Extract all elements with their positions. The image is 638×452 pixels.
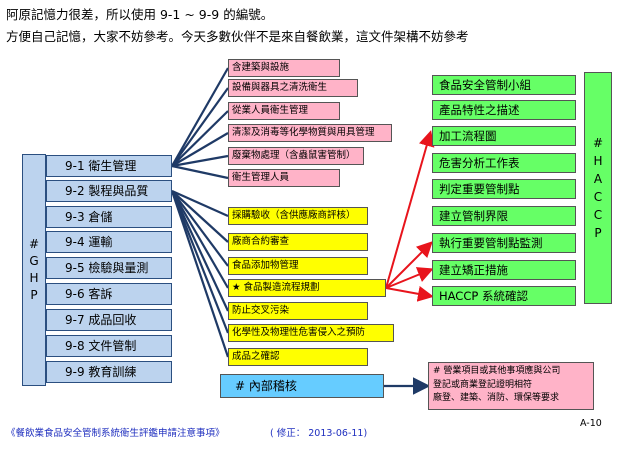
footer-reference: 《餐飲業食品安全管制系統衛生評鑑申請注意事項》 <box>6 428 225 439</box>
haccp-item-team: 食品安全管制小組 <box>432 75 576 95</box>
page-number: A-10 <box>580 418 602 429</box>
note-line: # 營業項目或其他事項應與公司 <box>433 366 561 376</box>
hygiene-item-manager: 衛生管理人員 <box>228 169 340 187</box>
ghp-item-9-4: 9-4 運輸 <box>46 231 172 253</box>
haccp-letter: # <box>592 136 604 150</box>
process-item-purchase: 採購驗收（含供應廠商評核） <box>228 207 368 225</box>
hygiene-item-personnel: 從業人員衛生管理 <box>228 102 340 120</box>
intro-line-1: 阿原記憶力很差，所以使用 9-1 ~ 9-9 的編號。 <box>6 7 274 22</box>
ghp-item-9-2: 9-2 製程與品質 <box>46 180 172 202</box>
haccp-letter: H <box>593 154 603 168</box>
haccp-item-corrective-actions: 建立矯正措施 <box>432 260 576 280</box>
process-connectors <box>170 189 230 358</box>
business-registration-note: # 營業項目或其他事項應與公司 登記或商業登記證明相符 廠登、建築、消防、環保等… <box>428 362 594 410</box>
haccp-bar: # H A C C P <box>584 72 612 304</box>
note-line: 廠登、建築、消防、環保等要求 <box>433 393 560 403</box>
haccp-item-critical-limits: 建立管制界限 <box>432 206 576 226</box>
haccp-item-product-description: 產品特性之描述 <box>432 100 576 120</box>
haccp-item-hazard-analysis: 危害分析工作表 <box>432 153 576 173</box>
internal-audit-box: # 內部稽核 <box>220 374 384 398</box>
haccp-item-verification: HACCP 系統確認 <box>432 286 576 306</box>
ghp-item-9-6: 9-6 客訴 <box>46 283 172 305</box>
process-item-contract: 廠商合約審查 <box>228 233 368 251</box>
haccp-letter: C <box>593 190 603 204</box>
haccp-item-ccp: 判定重要管制點 <box>432 179 576 199</box>
hygiene-item-chemicals: 清潔及消毒等化學物質與用具管理 <box>228 124 392 142</box>
hygiene-item-equipment: 設備與器具之清洗衛生 <box>228 79 358 97</box>
ghp-item-9-9: 9-9 教育訓練 <box>46 361 172 383</box>
process-item-additives: 食品添加物管理 <box>228 257 368 275</box>
process-item-cross-contamination: 防止交叉污染 <box>228 302 368 320</box>
process-item-hazard-prevention: 化學性及物理性危害侵入之預防 <box>228 324 394 342</box>
haccp-item-monitoring: 執行重要管制點監測 <box>432 233 576 253</box>
note-line: 登記或商業登記證明相符 <box>433 379 533 390</box>
ghp-letter: P <box>30 288 38 302</box>
hygiene-item-facilities: 含建築與設施 <box>228 59 340 77</box>
haccp-letter: P <box>594 226 602 240</box>
ghp-item-9-3: 9-3 倉儲 <box>46 206 172 228</box>
process-item-product-confirmation: 成品之確認 <box>228 348 368 366</box>
ghp-bar: # G H P <box>22 154 46 386</box>
ghp-item-9-7: 9-7 成品回收 <box>46 309 172 331</box>
process-item-flow-planning: ★ 食品製造流程規劃 <box>228 279 386 297</box>
hygiene-connectors <box>171 67 229 180</box>
haccp-letter: A <box>593 172 603 186</box>
footer-revision: ( 修正： 2013-06-11) <box>270 428 368 439</box>
ghp-letter: H <box>29 271 39 285</box>
intro-line-2: 方便自己記憶，大家不妨參考。今天多數伙伴不是來自餐飲業，這文件架構不妨參考 <box>6 29 469 44</box>
haccp-item-flow-diagram: 加工流程圖 <box>432 126 576 146</box>
ghp-item-9-5: 9-5 檢驗與量測 <box>46 257 172 279</box>
ghp-item-9-1: 9-1 衛生管理 <box>46 155 172 177</box>
red-arrows <box>385 130 435 302</box>
ghp-letter: # <box>28 237 40 251</box>
haccp-letter: C <box>593 208 603 222</box>
ghp-letter: G <box>29 254 39 268</box>
ghp-item-9-8: 9-8 文件管制 <box>46 335 172 357</box>
hygiene-item-waste: 廢棄物處理（含蟲鼠害管制） <box>228 147 364 165</box>
